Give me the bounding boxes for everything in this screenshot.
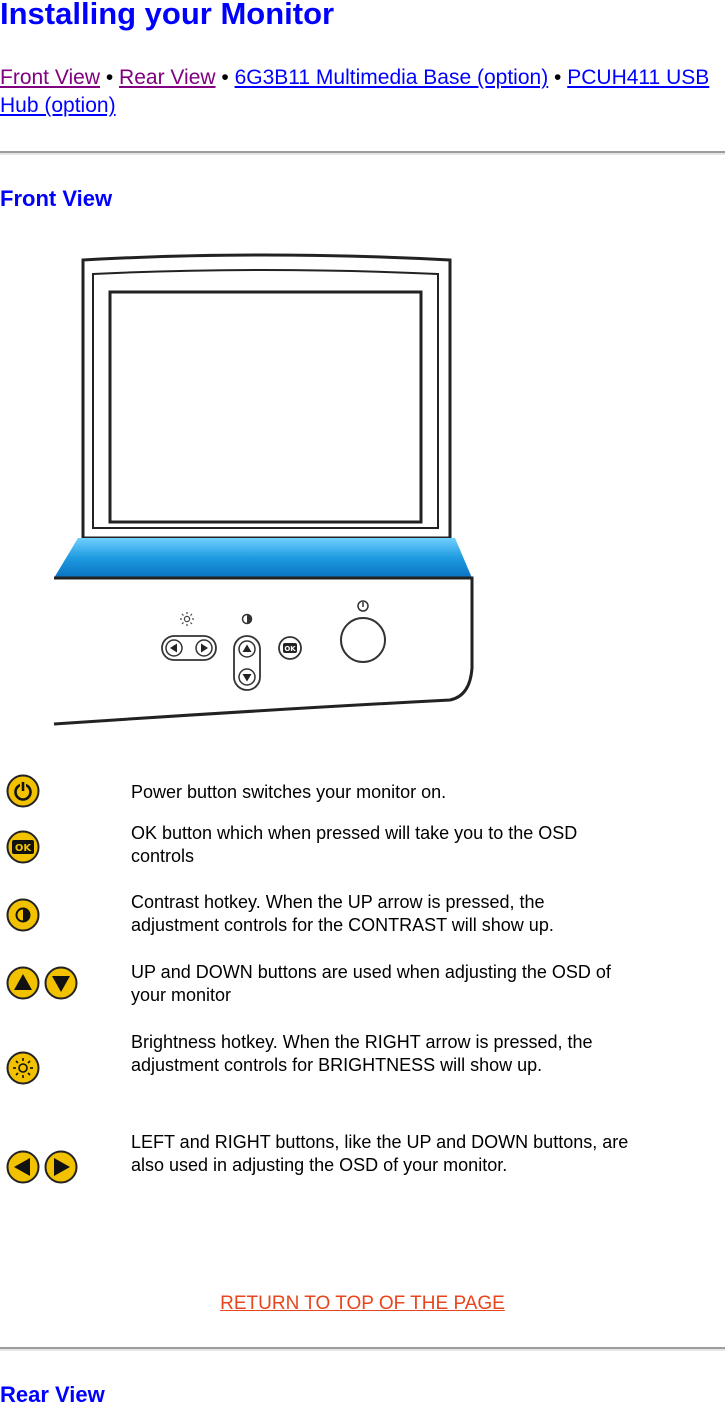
- nav-separator: •: [221, 66, 229, 89]
- return-to-top: RETURN TO TOP OF THE PAGE: [0, 1293, 725, 1315]
- legend-text-power: Power button switches your monitor on.: [131, 782, 447, 802]
- panel-power-button: [340, 617, 386, 663]
- return-to-top-link[interactable]: RETURN TO TOP OF THE PAGE: [220, 1293, 505, 1314]
- legend-text-left-right: LEFT and RIGHT buttons, like the UP and …: [131, 1132, 629, 1175]
- monitor-control-panel: [53, 576, 474, 726]
- divider: [0, 1347, 725, 1351]
- divider: [0, 151, 725, 155]
- nav-link-rear-view[interactable]: Rear View: [119, 66, 216, 89]
- ok-icon: OK: [6, 830, 40, 869]
- monitor-screen: [108, 290, 423, 524]
- brightness-icon: [6, 1051, 40, 1090]
- monitor-drawing: OK: [53, 253, 474, 726]
- panel-power-icon: [357, 600, 369, 612]
- left-right-arrows-icon: [6, 1150, 78, 1189]
- nav-links: Front View • Rear View • 6G3B11 Multimed…: [0, 64, 720, 120]
- section-heading-rear-view: Rear View: [0, 1382, 105, 1407]
- panel-contrast-icon: [241, 613, 253, 625]
- page-title: Installing your Monitor: [0, 0, 335, 31]
- nav-separator: •: [105, 66, 114, 89]
- legend-text-ok: OK button which when pressed will take y…: [131, 823, 578, 866]
- nav-separator: •: [554, 66, 562, 89]
- panel-ok-button: OK: [278, 636, 302, 660]
- power-icon: [6, 774, 40, 813]
- monitor-front-illustration: OK: [50, 248, 480, 728]
- legend-text-brightness: Brightness hotkey. When the RIGHT arrow …: [131, 1032, 593, 1075]
- section-heading-front-view: Front View: [0, 186, 113, 211]
- legend-text-up-down: UP and DOWN buttons are used when adjust…: [131, 962, 611, 1005]
- legend-text-contrast: Contrast hotkey. When the UP arrow is pr…: [131, 892, 554, 935]
- svg-text:OK: OK: [284, 645, 296, 653]
- monitor-blue-band: [54, 538, 472, 578]
- panel-brightness-icon: [180, 612, 194, 626]
- svg-text:OK: OK: [15, 843, 33, 854]
- nav-link-multimedia-base[interactable]: 6G3B11 Multimedia Base (option): [234, 66, 549, 89]
- contrast-icon: [6, 898, 40, 937]
- nav-link-front-view[interactable]: Front View: [0, 66, 100, 89]
- nav-link-usb-hub[interactable]: PCUH411 USB Hub (option): [0, 66, 710, 117]
- up-down-arrows-icon: [6, 966, 78, 1005]
